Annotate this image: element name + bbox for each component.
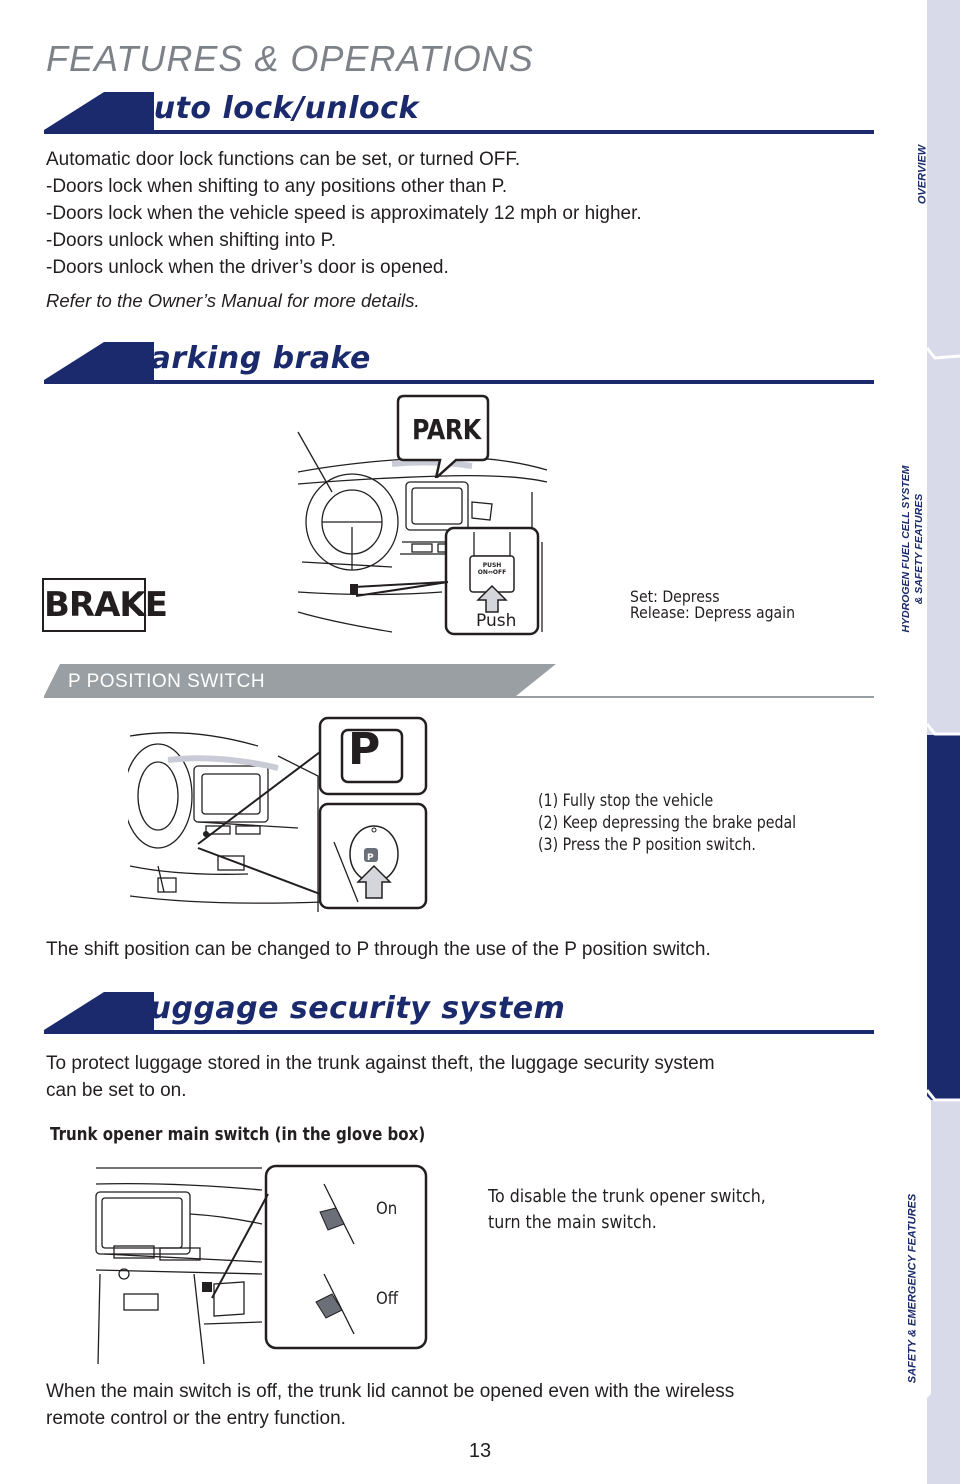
p-button-glyph: P bbox=[367, 853, 374, 863]
page-title: FEATURES & OPERATIONS bbox=[46, 38, 534, 79]
body-line: When the main switch is off, the trunk l… bbox=[46, 1381, 735, 1402]
luggage-footer: When the main switch is off, the trunk l… bbox=[46, 1378, 734, 1432]
tab-line: & SAFETY FEATURES bbox=[913, 493, 925, 605]
park-callout bbox=[396, 394, 490, 478]
trunk-switch-subheading: Trunk opener main switch (in the glove b… bbox=[50, 1125, 426, 1145]
banner-label: P POSITION SWITCH bbox=[68, 671, 266, 692]
sidebar-tab-features-operations[interactable]: FEATURES & OPERATIONS bbox=[906, 842, 919, 987]
on-label: On bbox=[376, 1199, 398, 1219]
section-rule bbox=[44, 130, 874, 134]
disable-instruction: To disable the trunk opener switch, turn… bbox=[488, 1184, 766, 1236]
p-switch-description: The shift position can be changed to P t… bbox=[46, 939, 711, 960]
sidebar-nav bbox=[927, 0, 960, 1484]
body-line: -Doors unlock when the driver’s door is … bbox=[46, 257, 449, 278]
off-label: Off bbox=[376, 1289, 399, 1309]
p-button-inset bbox=[318, 802, 428, 912]
glovebox-illustration bbox=[94, 1164, 264, 1364]
push-label: Push bbox=[476, 611, 517, 631]
page-number: 13 bbox=[468, 1440, 492, 1462]
body-line: To protect luggage stored in the trunk a… bbox=[46, 1053, 715, 1074]
section-rule bbox=[44, 380, 874, 384]
leader-line bbox=[354, 580, 450, 600]
auto-lock-body: Automatic door lock functions can be set… bbox=[46, 146, 642, 281]
leader-line bbox=[210, 1192, 270, 1302]
body-line: -Doors lock when shifting to any positio… bbox=[46, 176, 508, 197]
p-position-switch-banner: P POSITION SWITCH bbox=[44, 664, 874, 698]
leader-lines bbox=[196, 748, 326, 898]
sidebar-tab-hydrogen[interactable]: HYDROGEN FUEL CELL SYSTEM & SAFETY FEATU… bbox=[900, 449, 926, 649]
instruction-line: turn the main switch. bbox=[488, 1212, 657, 1233]
body-line: Automatic door lock functions can be set… bbox=[46, 149, 521, 170]
section-header-auto-lock: Auto lock/unlock bbox=[44, 88, 874, 134]
luggage-intro: To protect luggage stored in the trunk a… bbox=[46, 1050, 715, 1104]
banner-rule bbox=[44, 696, 874, 698]
section-title: Luggage security system bbox=[130, 991, 566, 1026]
on-off-switch-inset bbox=[264, 1164, 428, 1350]
step-3: (3) Press the P position switch. bbox=[538, 835, 756, 854]
banner-shape bbox=[44, 664, 556, 696]
instruction-line: To disable the trunk opener switch, bbox=[488, 1186, 766, 1207]
section-title: Auto lock/unlock bbox=[130, 91, 419, 126]
section-title: Parking brake bbox=[130, 341, 371, 376]
sidebar-tab-overview[interactable]: OVERVIEW bbox=[916, 144, 929, 205]
step-1: (1) Fully stop the vehicle bbox=[538, 791, 714, 810]
push-switch-inset bbox=[444, 526, 540, 636]
section-rule bbox=[44, 1030, 874, 1034]
p-switch-illustration bbox=[128, 716, 328, 912]
body-line: -Doors unlock when shifting into P. bbox=[46, 230, 337, 251]
section-header-luggage: Luggage security system bbox=[44, 988, 874, 1034]
tab-line: HYDROGEN FUEL CELL SYSTEM bbox=[900, 465, 912, 633]
step-2: (2) Keep depressing the brake pedal bbox=[538, 813, 797, 832]
sidebar-background bbox=[927, 0, 960, 1484]
body-line: -Doors lock when the vehicle speed is ap… bbox=[46, 203, 642, 224]
p-callout bbox=[318, 716, 428, 798]
switch-label: PUSH ON⇔OFF bbox=[477, 562, 507, 576]
body-line: can be set to on. bbox=[46, 1080, 187, 1101]
set-instruction: Set: Depress bbox=[630, 587, 720, 606]
brake-label-box: BRAKE bbox=[42, 578, 168, 632]
owners-manual-note: Refer to the Owner’s Manual for more det… bbox=[46, 290, 420, 311]
release-instruction: Release: Depress again bbox=[630, 603, 795, 622]
section-header-parking-brake: Parking brake bbox=[44, 338, 874, 384]
sidebar-tab-safety-emergency[interactable]: SAFETY & EMERGENCY FEATURES bbox=[906, 1193, 919, 1384]
body-line: remote control or the entry function. bbox=[46, 1408, 346, 1429]
p-label: P bbox=[348, 724, 381, 775]
park-text: PARK bbox=[412, 413, 481, 446]
